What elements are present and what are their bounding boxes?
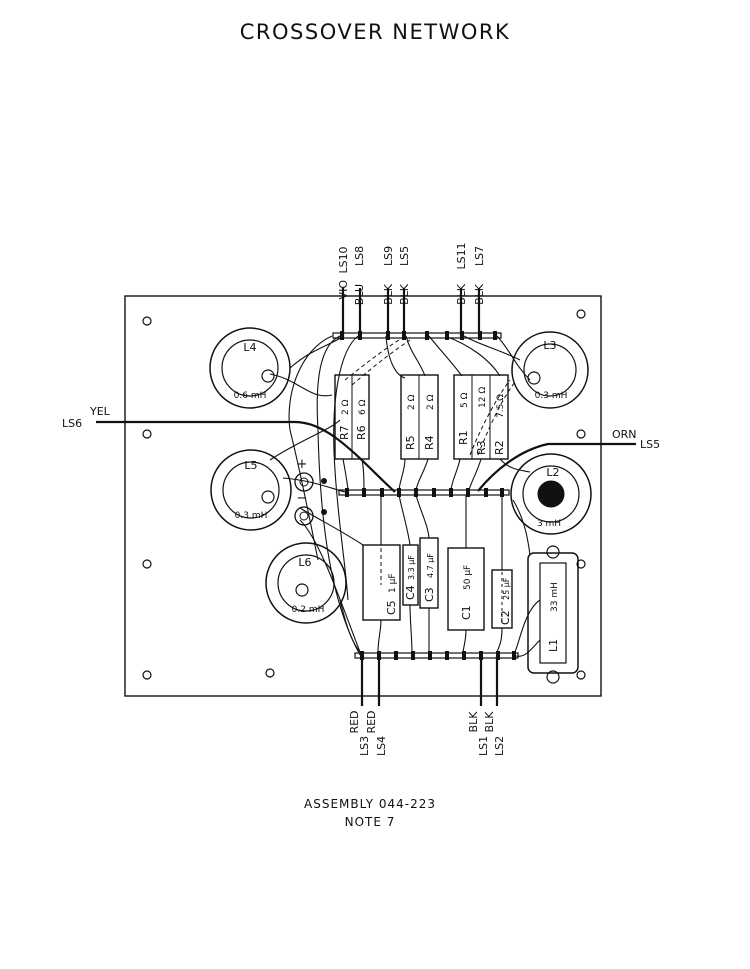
resistor-R1-R3-R2 <box>453 374 509 460</box>
coil-label: L6 <box>298 556 311 569</box>
minus-sign: − <box>297 491 308 506</box>
lead-wire-label: LS4 <box>375 736 388 756</box>
mounting-hole <box>576 559 586 569</box>
lead-color-label: ORN <box>612 428 637 441</box>
lead-color-label: BLK <box>398 283 411 305</box>
resistor-name: R5 <box>404 435 417 450</box>
capacitor-value: 25 μF <box>502 577 511 600</box>
coil-value: 0.3 mH <box>535 391 568 401</box>
lead-color-label: BLK <box>382 283 395 305</box>
resistor-name: R1 <box>457 430 470 445</box>
resistor-name: R7 <box>338 425 351 440</box>
terminal-strip-top <box>332 331 502 340</box>
diagram-title: CROSSOVER NETWORK <box>239 20 511 44</box>
resistor-labels: R7 2 Ω R6 6 Ω R5 2 Ω R4 2 Ω R1 5 Ω R3 12… <box>338 387 506 455</box>
lead-color-label: BLK <box>473 283 486 305</box>
mounting-hole <box>142 559 152 569</box>
coil-label: L1 <box>547 639 560 652</box>
terminal-strip-middle <box>338 488 510 497</box>
coil-value: 3 mH <box>537 519 561 529</box>
capacitor-name: C3 <box>423 587 436 602</box>
mounting-hole <box>265 668 275 678</box>
resistor-value: 5 Ω <box>460 392 470 408</box>
input-terminals: + − <box>294 457 327 526</box>
resistor-name: R4 <box>423 435 436 450</box>
resistor-value: 2 Ω <box>426 394 436 410</box>
coil-value: 0.2 mH <box>292 605 325 615</box>
capacitor-name: C2 <box>499 610 512 625</box>
resistor-value: 12 Ω <box>478 387 488 408</box>
bottom-lead-wires <box>360 655 499 706</box>
lead-color-label: BLK <box>455 283 468 305</box>
lead-wire-label: LS9 <box>382 246 395 266</box>
mounting-hole <box>142 670 152 680</box>
lead-wire-label: LS2 <box>493 736 506 756</box>
coil-L4: L4 0.6 mH <box>209 327 291 409</box>
resistor-name: R2 <box>493 440 506 455</box>
mounting-hole <box>142 429 152 439</box>
coil-label: L2 <box>546 466 559 479</box>
bottom-lead-labels: RED LS3 RED LS4 BLK LS1 BLK LS2 <box>348 710 506 756</box>
lead-wire-label: LS3 <box>358 736 371 756</box>
plus-sign: + <box>297 457 308 472</box>
lead-wire-label: LS5 <box>398 246 411 266</box>
lead-wire-label: LS5 <box>640 438 660 451</box>
top-lead-wires <box>341 288 481 338</box>
coil-label: L3 <box>543 339 556 352</box>
lead-color-label: RED <box>348 710 361 733</box>
coil-L5: L5 0.3 mH <box>210 449 292 531</box>
capacitor-value: 50 μF <box>463 565 473 590</box>
coil-L1: L1 33 mH <box>527 545 579 684</box>
lead-color-label: BLK <box>467 711 480 733</box>
capacitor-value: 4.7 μF <box>426 553 435 578</box>
top-lead-labels: LS10 VIO LS8 BLU LS9 BLK LS5 BLK LS11 BL… <box>337 242 486 305</box>
capacitor-C5 <box>362 544 401 621</box>
coil-label: L5 <box>244 459 257 472</box>
dashed-wiring <box>344 336 516 456</box>
mounting-hole <box>576 309 586 319</box>
resistor-R7-R6 <box>334 374 370 460</box>
coil-value: 0.3 mH <box>235 511 268 521</box>
lead-wire-label: LS6 <box>62 417 82 430</box>
assembly-caption: ASSEMBLY 044-223 <box>304 797 436 811</box>
mounting-holes <box>142 309 586 680</box>
lead-wire-label: LS8 <box>353 246 366 266</box>
coil-value: 33 mH <box>550 582 560 612</box>
resistor-value: 7.5 Ω <box>496 394 506 418</box>
resistor-name: R6 <box>355 425 368 440</box>
coil-L3: L3 0.3 mH <box>511 331 589 409</box>
coil-label: L4 <box>243 341 256 354</box>
lead-color-label: YEL <box>89 405 111 418</box>
resistor-R5-R4 <box>400 374 439 460</box>
lead-wire-label: LS1 <box>477 736 490 756</box>
lead-color-label: BLU <box>353 284 366 305</box>
coil-L6: L6 0.2 mH <box>265 542 347 624</box>
lead-wire-label: LS11 <box>455 242 468 269</box>
lead-color-label: BLK <box>483 711 496 733</box>
resistor-value: 6 Ω <box>358 399 368 415</box>
capacitor-name: C4 <box>404 585 417 600</box>
lead-wire-label: LS7 <box>473 246 486 266</box>
capacitor-name: C5 <box>385 600 398 615</box>
side-lead-left: YEL LS6 <box>62 405 396 493</box>
coil-value: 0.6 mH <box>234 391 267 401</box>
capacitor-labels: C5 1 μF C4 3.3 μF C3 4.7 μF C1 50 μF C2 … <box>385 553 512 625</box>
capacitor-value: 3.3 μF <box>407 555 416 580</box>
resistor-value: 2 Ω <box>341 399 351 415</box>
capacitor-value: 1 μF <box>388 574 398 594</box>
note-caption: NOTE 7 <box>344 815 396 829</box>
lead-wire-label: LS10 <box>337 246 350 273</box>
coil-L2: L2 3 mH <box>510 453 592 535</box>
lead-color-label: VIO <box>337 280 350 300</box>
lead-color-label: RED <box>365 710 378 733</box>
resistor-name: R3 <box>475 440 488 455</box>
capacitor-name: C1 <box>460 605 473 620</box>
mounting-hole <box>576 670 586 680</box>
mounting-hole <box>142 316 152 326</box>
mounting-hole <box>576 429 586 439</box>
side-lead-right: ORN LS5 <box>477 428 660 492</box>
resistor-value: 2 Ω <box>407 394 417 410</box>
